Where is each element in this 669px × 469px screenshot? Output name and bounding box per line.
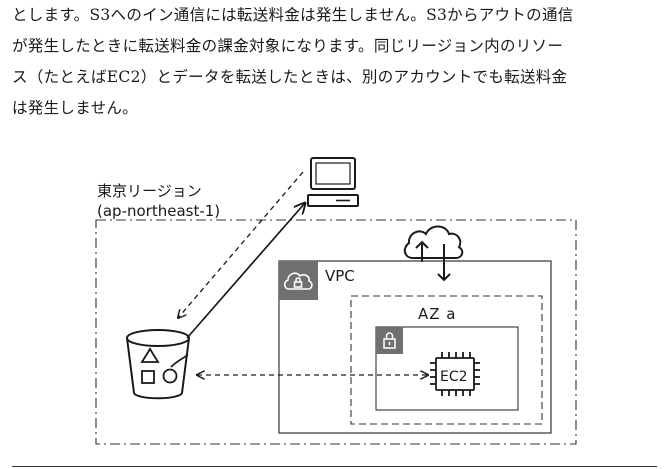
subnet-boundary	[375, 326, 519, 411]
az-boundary	[350, 295, 543, 425]
az-label: AZ a	[418, 305, 457, 323]
region-name: 東京リージョン	[97, 182, 202, 200]
paragraph-line: ス（たとえばEC2）とデータを転送したときは、別のアカウントでも転送料金	[12, 68, 568, 86]
ec2-label: EC2	[440, 369, 468, 385]
chip-icon	[430, 352, 480, 396]
s3-bucket-icon	[126, 329, 190, 400]
region-boundary	[95, 219, 577, 445]
vpc-cloud-lock-icon	[279, 261, 318, 300]
paragraph-line: が発生したときに転送料金の課金対象になります。同じリージョン内のリソー	[12, 37, 564, 55]
s3-to-computer-arrow	[186, 203, 305, 339]
body-paragraph: とします。S3へのイン通信には転送料金は発生しません。S3からアウトの通信 が発…	[12, 0, 662, 124]
vpc-label: VPC	[325, 267, 355, 285]
paragraph-line: は発生しません。	[12, 99, 138, 117]
vpc-boundary	[278, 260, 552, 434]
desktop-computer-icon	[307, 157, 359, 207]
region-code: (ap-northeast-1)	[97, 202, 220, 220]
padlock-icon	[376, 327, 403, 354]
bottom-rule	[12, 466, 657, 467]
cloud-internet-icon	[403, 225, 464, 282]
paragraph-line: とします。S3へのイン通信には転送料金は発生しません。S3からアウトの通信	[12, 6, 574, 24]
